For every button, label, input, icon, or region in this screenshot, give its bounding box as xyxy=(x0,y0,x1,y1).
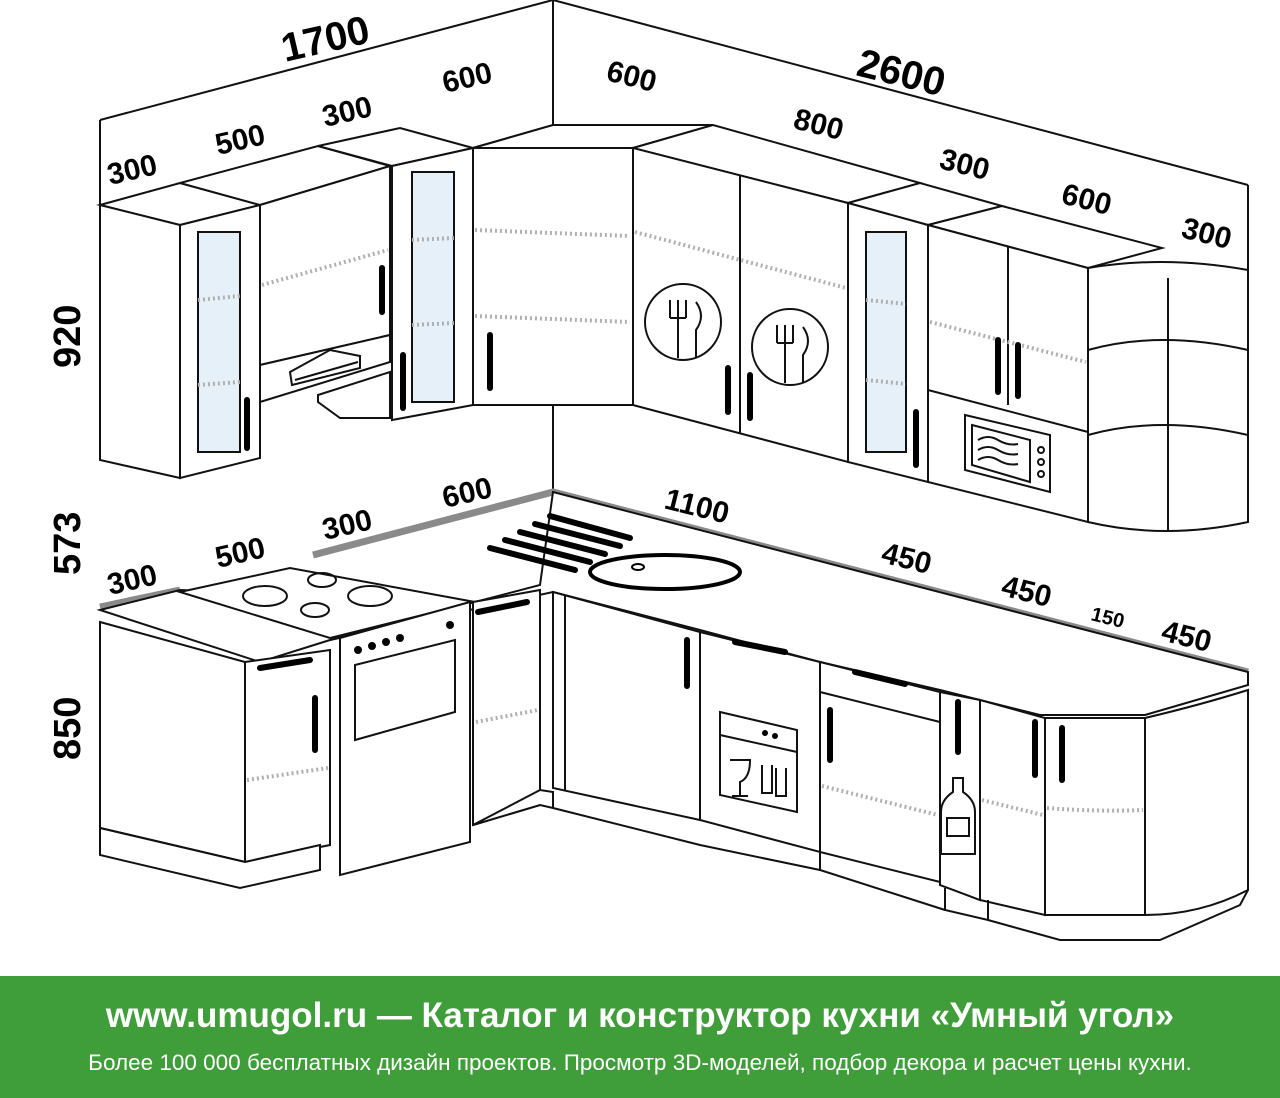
dim-lower-right-2: 450 xyxy=(878,537,935,581)
glass-door-pane xyxy=(197,231,241,453)
promo-banner: www.umugol.ru — Каталог и конструктор ку… xyxy=(0,976,1280,1098)
banner-subline: Более 100 000 бесплатных дизайн проектов… xyxy=(88,1050,1192,1075)
dim-upper-right-1: 600 xyxy=(603,55,660,99)
banner-headline[interactable]: www.umugol.ru — Каталог и конструктор ку… xyxy=(105,996,1175,1035)
microwave-icon xyxy=(964,413,1051,494)
glass-door-pane xyxy=(865,231,907,453)
oven-icon xyxy=(339,600,471,877)
dim-top-left-total: 1700 xyxy=(277,8,374,71)
cutlery-icon xyxy=(751,308,829,386)
dim-upper-right-5: 300 xyxy=(1178,212,1235,256)
dim-lower-right-4: 150 xyxy=(1089,604,1127,633)
dim-upper-right-2: 800 xyxy=(790,103,847,147)
sink-icon xyxy=(487,513,742,591)
dim-upper-right-4: 600 xyxy=(1058,178,1115,222)
dim-lower-left-2: 500 xyxy=(212,531,268,574)
base-cabinets-left xyxy=(99,588,554,890)
dim-height-gap: 573 xyxy=(47,512,89,575)
dim-upper-left-1: 300 xyxy=(104,148,160,191)
bottle-icon xyxy=(940,777,976,855)
dishwasher-icon xyxy=(719,710,798,814)
cutlery-icon xyxy=(644,283,722,361)
kitchen-layout-diagram: 1700 2600 300 500 300 600 600 800 300 60… xyxy=(47,0,1249,941)
dim-top-right-total: 2600 xyxy=(853,41,950,105)
dim-height-upper: 920 xyxy=(47,305,89,368)
dim-upper-left-2: 500 xyxy=(212,118,268,161)
base-cabinets-right xyxy=(552,590,1249,941)
dim-upper-left-3: 300 xyxy=(319,90,375,133)
upper-cabinets-left xyxy=(96,126,474,480)
dim-upper-right-3: 300 xyxy=(936,143,993,187)
dim-upper-left-4: 600 xyxy=(439,56,495,99)
glass-door-pane xyxy=(411,171,455,403)
upper-cabinets-right xyxy=(469,123,1249,532)
dim-height-lower: 850 xyxy=(47,697,89,760)
